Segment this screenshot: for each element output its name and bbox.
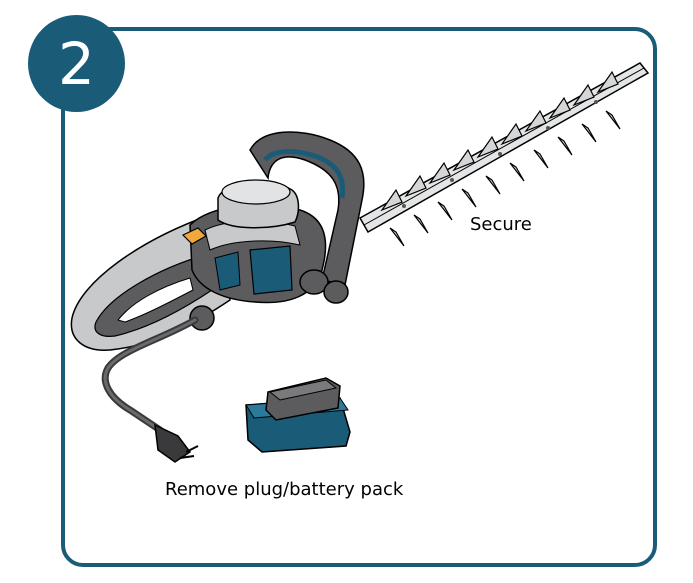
blade-icon — [358, 62, 650, 247]
secure-label: Secure — [470, 214, 532, 235]
instruction-frame — [61, 27, 657, 567]
hedge-trimmer-icon — [70, 179, 349, 351]
plug-icon — [101, 316, 199, 463]
step-badge: 2 — [28, 15, 125, 112]
remove-plug-label: Remove plug/battery pack — [165, 479, 404, 500]
front-handle-icon — [249, 131, 365, 286]
battery-pack-icon — [245, 377, 351, 453]
step-number: 2 — [58, 29, 95, 98]
